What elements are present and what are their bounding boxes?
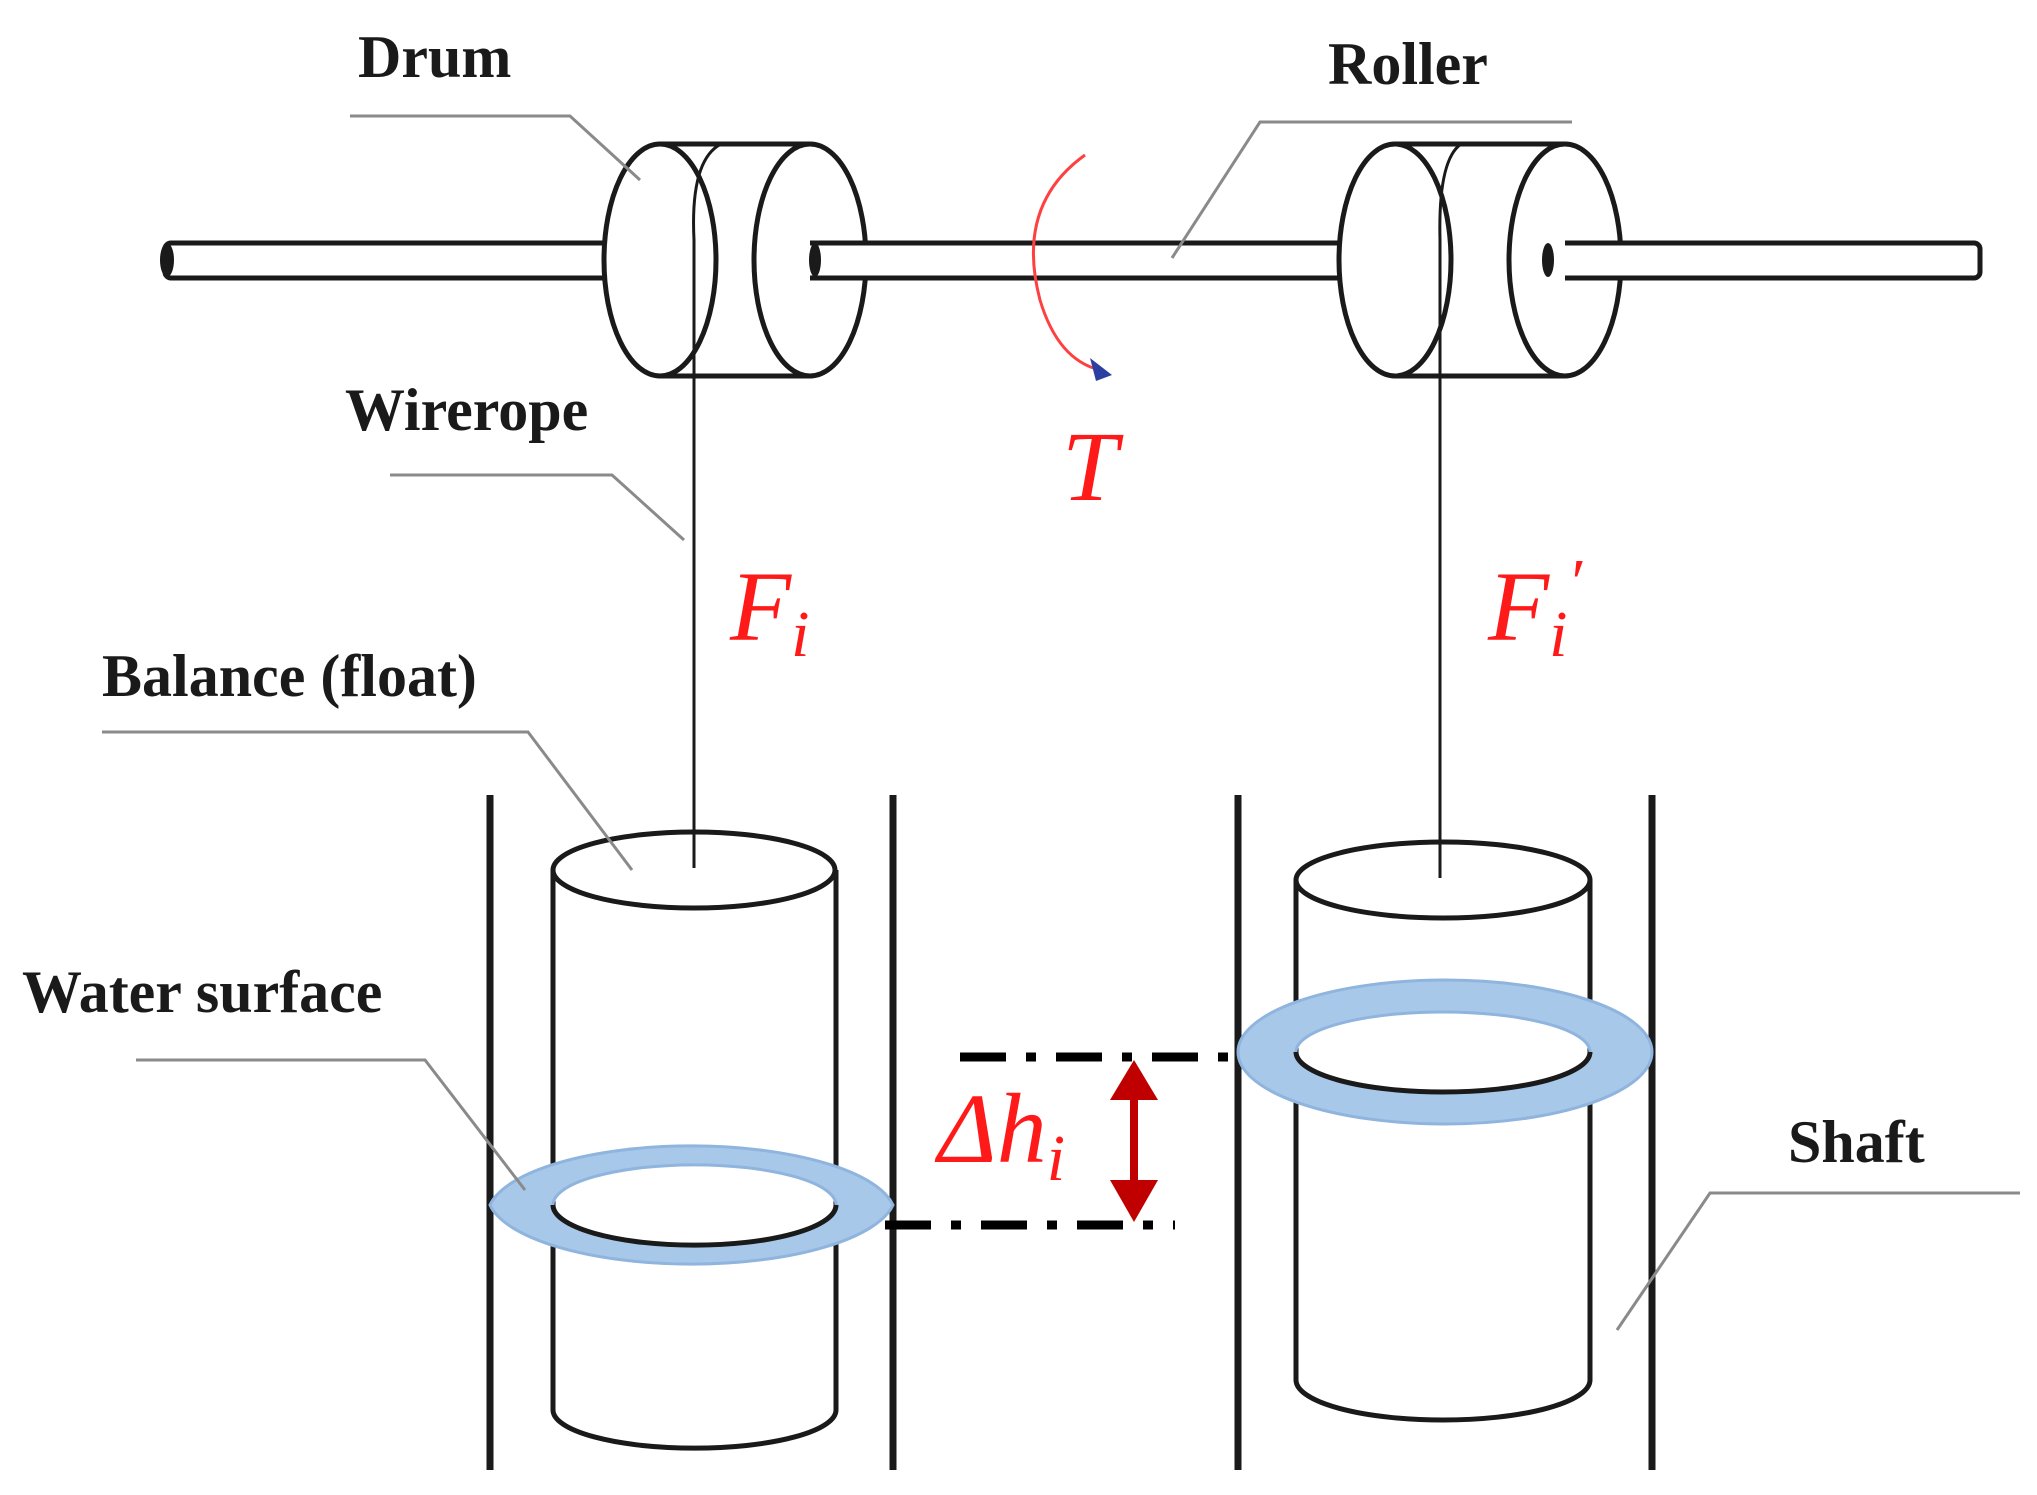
- torque-arrow: [1031, 153, 1112, 381]
- wirerope-label: Wirerope: [345, 377, 588, 443]
- float-left: [488, 829, 895, 1451]
- drum-right: [1336, 141, 1625, 379]
- roller-label: Roller: [1328, 31, 1488, 97]
- roller-leader: [1170, 120, 1572, 259]
- drum-leader: [350, 114, 642, 182]
- roller-bar: [160, 240, 1983, 281]
- balance-leader: [102, 730, 634, 871]
- float-right: [1236, 839, 1654, 1423]
- shaft-label: Shaft: [1788, 1109, 1925, 1175]
- force-right-symbol: Fi′: [1487, 546, 1583, 671]
- torque-symbol: T: [1062, 411, 1124, 522]
- force-left-symbol: Fi: [729, 551, 809, 671]
- drum-label: Drum: [358, 24, 511, 90]
- water-surface-leader: [136, 1058, 527, 1191]
- water-surface-label: Water surface: [22, 959, 382, 1025]
- height-delta-arrow: [1110, 1060, 1158, 1222]
- shaft-leader: [1615, 1191, 2020, 1331]
- balance-label: Balance (float): [102, 643, 477, 709]
- height-delta-symbol: Δhi: [934, 1073, 1065, 1195]
- drum-left: [601, 141, 870, 379]
- wirerope-leader: [390, 473, 686, 542]
